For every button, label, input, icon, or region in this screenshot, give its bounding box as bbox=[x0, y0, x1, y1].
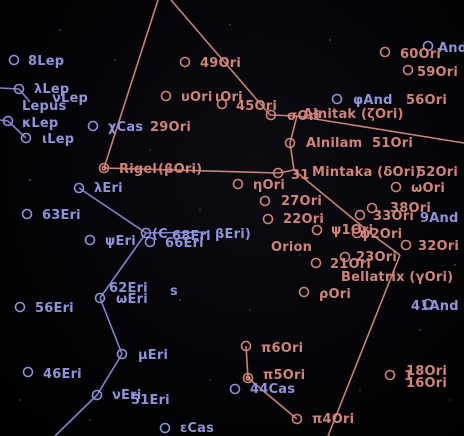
star-label-pi6-ori[interactable]: π6Ori bbox=[261, 341, 304, 356]
star-label-upsilon-ori[interactable]: υOri bbox=[181, 90, 213, 105]
star-label-eta-ori[interactable]: ηOri bbox=[253, 178, 285, 193]
star-label-23ori[interactable]: 23Ori bbox=[356, 250, 398, 265]
star-label-41and[interactable]: 41And bbox=[411, 299, 459, 314]
star-label-32ori[interactable]: 32Ori bbox=[418, 239, 460, 254]
star-label-63eri[interactable]: 63Eri bbox=[42, 208, 81, 223]
star-label-31ori[interactable]: 31 bbox=[291, 168, 310, 183]
star-label-16ori[interactable]: 16Ori bbox=[406, 376, 448, 391]
star-label-psi-eri[interactable]: ψEri bbox=[105, 234, 136, 249]
star-label-rigel[interactable]: Rigel bbox=[119, 162, 158, 177]
star-label-45ori[interactable]: 45Ori bbox=[236, 99, 278, 114]
star-label-nu-lep[interactable]: νLep bbox=[52, 91, 89, 106]
star-label-9and[interactable]: 9And bbox=[420, 211, 459, 226]
star-label-38ori[interactable]: 38Ori bbox=[390, 201, 432, 216]
star-label-pi5-ori[interactable]: π5Ori bbox=[263, 368, 306, 383]
star-label-eri-s[interactable]: s bbox=[170, 284, 178, 299]
star-label-56eri[interactable]: 56Eri bbox=[35, 301, 74, 316]
star-label-nu-eri[interactable]: νEri bbox=[112, 388, 142, 403]
star-label-epsilon-cas[interactable]: εCas bbox=[180, 421, 215, 436]
star-label-kappa-lep[interactable]: κLep bbox=[22, 116, 59, 131]
star-label-60ori[interactable]: 60Ori bbox=[400, 47, 442, 62]
orion-star-markers bbox=[98, 46, 414, 425]
star-label-lambda-lep[interactable]: λLep bbox=[34, 82, 70, 97]
star-label-66eri[interactable]: 66Eri bbox=[165, 236, 204, 251]
orion-lines bbox=[103, 0, 464, 436]
constellation-label-orion[interactable]: Orion bbox=[271, 240, 313, 255]
star-label-phi-and[interactable]: φAnd bbox=[353, 93, 393, 108]
star-label-68eri[interactable]: 68Eri bbox=[172, 229, 211, 244]
star-label-49ori[interactable]: 49Ori bbox=[200, 56, 242, 71]
star-label-beta-eri[interactable]: βEri) bbox=[215, 227, 251, 242]
star-label-eri-fragment[interactable]: 62Eri bbox=[109, 281, 148, 296]
blue-star-markers bbox=[2, 40, 434, 434]
star-label-omega-ori[interactable]: ωOri bbox=[411, 181, 446, 196]
star-label-c-eri[interactable]: (C bbox=[152, 227, 168, 242]
star-label-iota-lep[interactable]: ιLep bbox=[42, 132, 75, 147]
star-label-chi-cas[interactable]: χCas bbox=[108, 120, 144, 135]
star-label-psi1-ori[interactable]: ψ1Ori bbox=[331, 223, 374, 238]
star-label-bellatrix[interactable]: Bellatrix (γOri) bbox=[341, 270, 454, 285]
star-label-rho-ori[interactable]: ρOri bbox=[319, 287, 352, 302]
star-label-27ori[interactable]: 27Ori bbox=[281, 194, 323, 209]
star-label-29ori[interactable]: 29Ori bbox=[150, 120, 192, 135]
background-stars bbox=[19, 24, 456, 421]
star-label-51eri[interactable]: 51Eri bbox=[131, 393, 170, 408]
star-label-18ori[interactable]: 18Ori bbox=[406, 364, 448, 379]
star-label-mu-eri[interactable]: μEri bbox=[138, 348, 169, 363]
star-label-omega-eri[interactable]: ωEri bbox=[116, 292, 148, 307]
star-label-lambda-eri[interactable]: λEri bbox=[94, 181, 123, 196]
star-label-mintaka[interactable]: Mintaka (δOri) bbox=[312, 165, 422, 180]
star-label-56ori[interactable]: 56Ori bbox=[406, 93, 448, 108]
star-label-and[interactable]: And bbox=[438, 41, 464, 56]
star-label-51ori[interactable]: 51Ori bbox=[372, 136, 414, 151]
star-label-1ori[interactable]: 1 bbox=[404, 369, 414, 384]
star-label-8lep[interactable]: 8Lep bbox=[28, 54, 65, 69]
star-label-44cas[interactable]: 44Cas bbox=[250, 382, 296, 397]
star-label-iota-ori[interactable]: ιOri bbox=[215, 90, 243, 105]
star-label-sigma-ori[interactable]: σOri bbox=[287, 109, 320, 124]
star-label-59ori[interactable]: 59Ori bbox=[417, 65, 459, 80]
eridanus-lines bbox=[54, 187, 210, 436]
constellation-label-lepus[interactable]: Lepus bbox=[22, 99, 67, 114]
star-label-52ori[interactable]: 52Ori bbox=[417, 165, 459, 180]
star-label-alnitak[interactable]: Alnitak (ζOri) bbox=[303, 107, 404, 122]
star-label-22ori[interactable]: 22Ori bbox=[283, 212, 325, 227]
star-label-psi2-ori[interactable]: ψ2Ori bbox=[360, 227, 403, 242]
star-label-pi4-ori[interactable]: π4Ori bbox=[312, 412, 355, 427]
star-label-21ori[interactable]: 21Ori bbox=[330, 257, 372, 272]
star-label-rigel-designation[interactable]: (βOri) bbox=[158, 162, 203, 177]
star-label-46eri[interactable]: 46Eri bbox=[43, 367, 82, 382]
star-label-alnilam[interactable]: Alnilam bbox=[306, 136, 363, 151]
star-label-33ori[interactable]: 33Ori bbox=[373, 209, 415, 224]
